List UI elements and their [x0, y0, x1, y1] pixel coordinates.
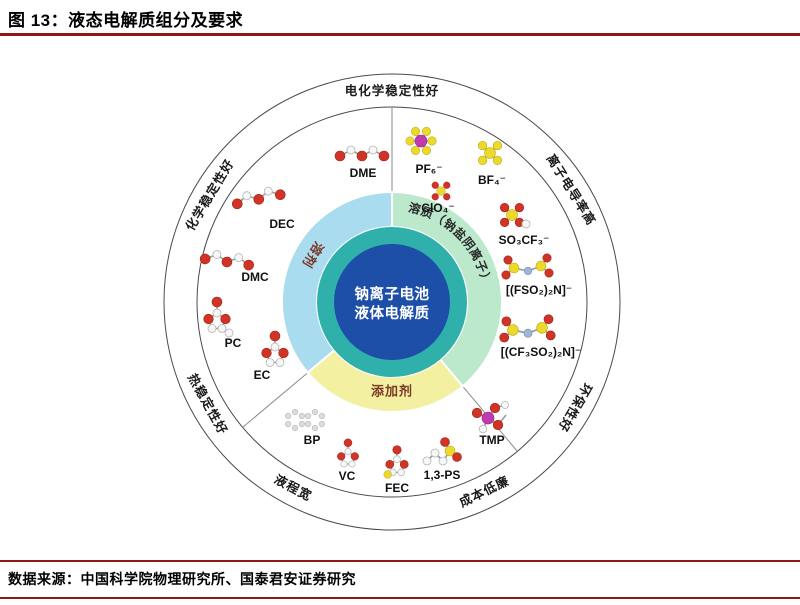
- pc-molecule-icon: [202, 296, 234, 338]
- center-label-line2: 液体电解质: [355, 304, 430, 322]
- outer-label-wide-liquid-range: 液程宽: [272, 471, 315, 503]
- solute-label-so3cf3: SO₃CF₃⁻: [499, 233, 550, 247]
- ps-molecule-icon: [422, 436, 463, 466]
- additive-label-fec: FEC: [385, 481, 409, 495]
- solvent-label-dec: DEC: [269, 217, 295, 231]
- figure-title: 图 13：液态电解质组分及要求: [8, 11, 244, 30]
- additive-label-bp: BP: [304, 433, 321, 447]
- fec-molecule-icon: [383, 444, 409, 479]
- outer-label-environment-friendly: 环保性好: [555, 381, 595, 435]
- dmc-molecule-icon: [198, 247, 256, 272]
- vc-molecule-icon: [336, 438, 360, 468]
- center-label-line1: 钠离子电池: [355, 285, 430, 303]
- title-underline: [0, 33, 800, 36]
- solvent-label-dme: DME: [350, 166, 377, 180]
- dec-molecule-icon: [229, 183, 288, 211]
- fsi-molecule-icon: [500, 253, 555, 281]
- solvent-label-dmc: DMC: [241, 270, 269, 284]
- solvent-label-pc: PC: [225, 336, 242, 350]
- outer-label-thermal-stability: 热稳定性好: [185, 371, 231, 437]
- tfsi-molecule-icon: [498, 313, 557, 343]
- outer-label-electrochemical-stability: 电化学稳定性好: [345, 83, 440, 98]
- additive-label-tmp: TMP: [479, 433, 504, 447]
- additive-label-13ps: 1,3-PS: [424, 468, 461, 482]
- source-rule-bottom: [0, 597, 800, 599]
- figure-source: 数据来源：中国科学院物理研究所、国泰君安证券研究: [8, 571, 356, 587]
- center-circle: [334, 244, 450, 360]
- dme-molecule-icon: [334, 145, 390, 162]
- additive-label-vc: VC: [339, 469, 356, 483]
- solute-label-bf4: BF₄⁻: [478, 173, 506, 187]
- ec-molecule-icon: [260, 330, 290, 368]
- bf4-molecule-icon: [477, 140, 503, 166]
- outer-label-low-cost: 成本低廉: [457, 473, 512, 510]
- clo4-molecule-icon: [431, 181, 451, 201]
- solute-label-tfsi: [(CF₃SO₂)₂N]⁻: [501, 345, 582, 359]
- additive-ring-label: 添加剂: [371, 384, 413, 399]
- tmp-molecule-icon: [471, 400, 510, 434]
- triflate-molecule-icon: [499, 202, 531, 229]
- solvent-label-ec: EC: [254, 368, 271, 382]
- solute-label-pf6: PF₆⁻: [415, 162, 442, 176]
- solute-label-clo4: ClO₄⁻: [421, 201, 454, 215]
- pf6-molecule-icon: [404, 126, 438, 156]
- outer-circle: [163, 73, 621, 531]
- solute-label-fsi: [(FSO₂)₂N]⁻: [506, 283, 572, 297]
- bp-molecule-icon: [284, 408, 326, 432]
- source-rule-top: [0, 560, 800, 562]
